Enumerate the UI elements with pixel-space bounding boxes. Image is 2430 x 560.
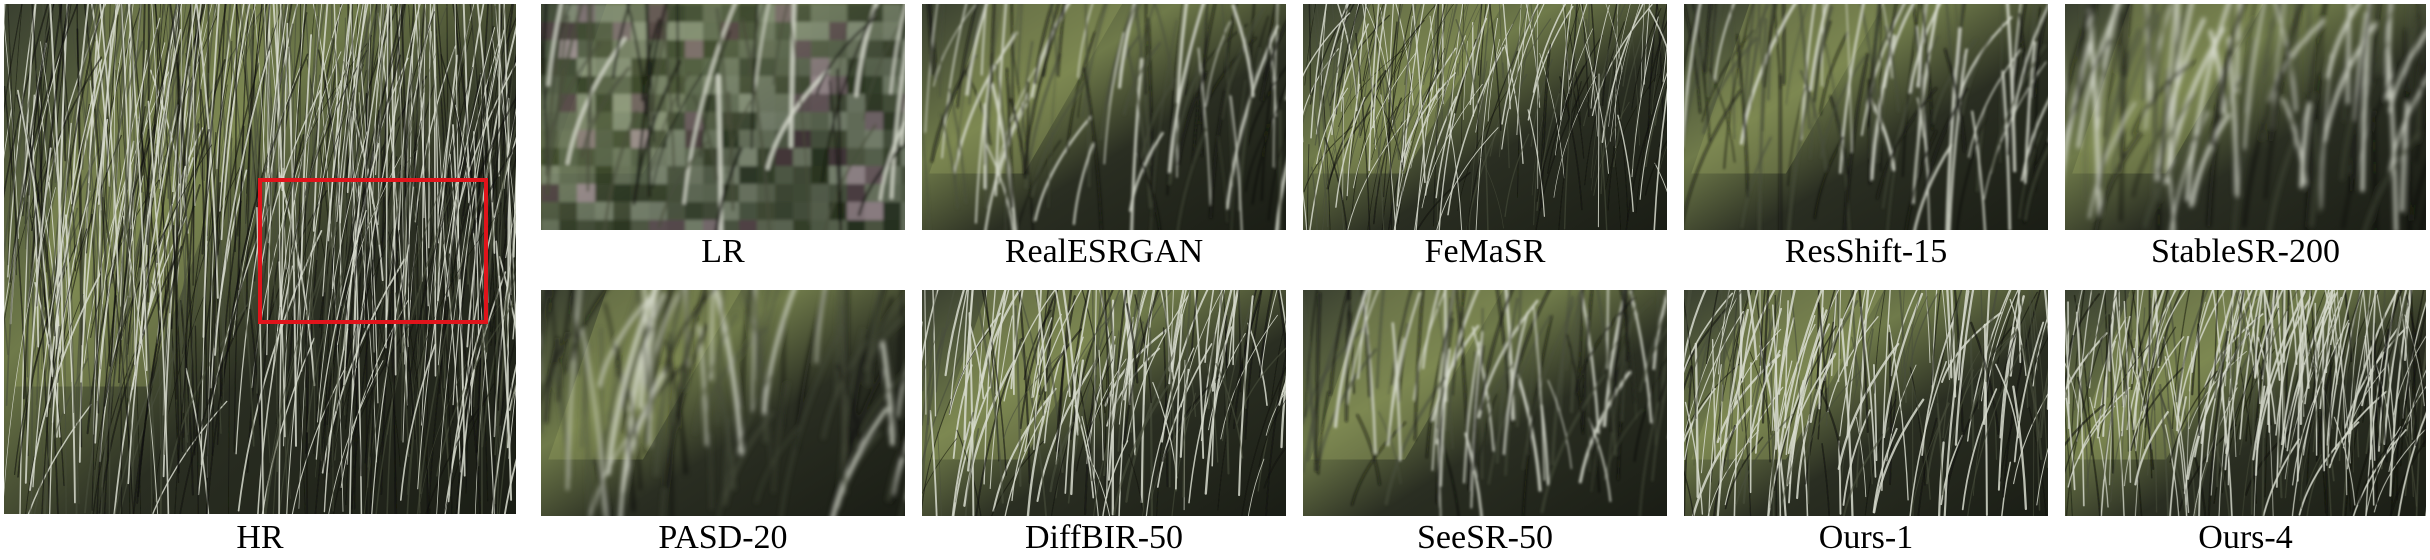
crop-caption-femasr: FeMaSR: [1424, 233, 1546, 270]
crop-caption-ours-4: Ours-4: [2198, 519, 2293, 556]
crop-caption-realesrgan: RealESRGAN: [1004, 233, 1204, 270]
crop-caption-diffbir-50: DiffBIR-50: [1024, 519, 1184, 556]
crop-image-diffbir-50: [922, 290, 1286, 516]
crop-image-ours-1: [1684, 290, 2048, 516]
crop-image-femasr: [1303, 4, 1667, 230]
crop-image-pasd-20: [541, 290, 905, 516]
zoom-region-box: [258, 178, 488, 324]
crop-caption-ours-1: Ours-1: [1818, 519, 1914, 556]
crop-caption-stablesr-200: StableSR-200: [2151, 233, 2340, 270]
crop-caption-seesr-50: SeeSR-50: [1417, 519, 1553, 556]
crop-image-lr: [541, 4, 905, 230]
crop-image-resshift-15: [1684, 4, 2048, 230]
crop-image-realesrgan: [922, 4, 1286, 230]
crop-caption-pasd-20: PASD-20: [658, 519, 788, 556]
hr-caption: HR: [236, 519, 284, 556]
crop-image-stablesr-200: [2065, 4, 2426, 230]
crop-caption-lr: LR: [701, 233, 745, 270]
crop-caption-resshift-15: ResShift-15: [1784, 233, 1948, 270]
crop-image-seesr-50: [1303, 290, 1667, 516]
crop-image-ours-4: [2065, 290, 2426, 516]
